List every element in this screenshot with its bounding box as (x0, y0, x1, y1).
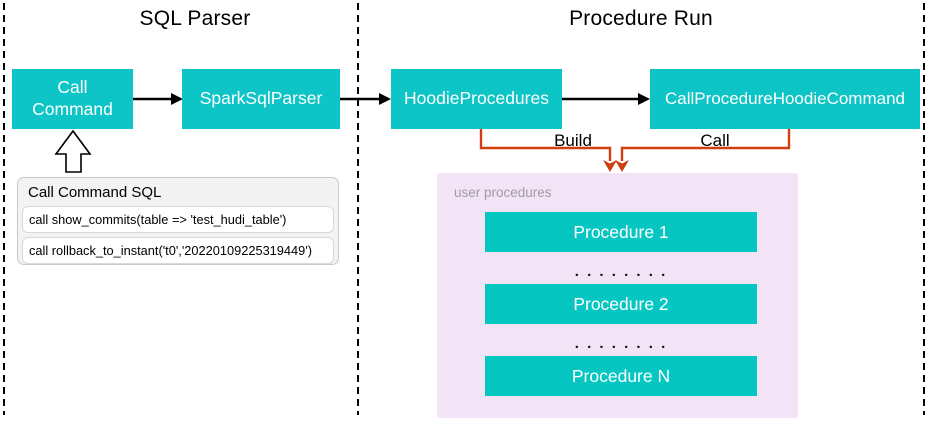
section-title-procedure-run: Procedure Run (569, 7, 713, 30)
call-command-sql-panel: Call Command SQL call show_commits(table… (17, 177, 339, 265)
user-procedures-label: user procedures (454, 185, 552, 200)
sql-statement-row: call show_commits(table => 'test_hudi_ta… (22, 206, 334, 233)
procedure-item: Procedure N (485, 356, 757, 396)
node-spark-sql-parser: SparkSqlParser (182, 69, 340, 129)
edge-label-call: Call (700, 131, 730, 150)
call-connector (615, 129, 791, 172)
node-call-procedure-hoodie-command: CallProcedureHoodieCommand (650, 69, 920, 129)
hollow-up-arrow-icon (54, 129, 92, 173)
arrow-callcommand-to-sparksqlparser (133, 93, 183, 105)
procedure-item: Procedure 1 (485, 212, 757, 252)
user-procedures-panel: user procedures Procedure 1 . . . . . . … (437, 173, 798, 418)
procedures-ellipsis: . . . . . . . . (574, 335, 668, 352)
sql-panel-title: Call Command SQL (28, 184, 162, 201)
node-hoodie-procedures: HoodieProcedures (391, 69, 562, 129)
procedure-item: Procedure 2 (485, 284, 757, 324)
build-connector (479, 129, 617, 172)
section-title-sql-parser: SQL Parser (139, 7, 251, 30)
procedures-ellipsis: . . . . . . . . (574, 263, 668, 280)
sql-statement-row: call rollback_to_instant('t0','202201092… (22, 237, 334, 264)
edge-label-build: Build (554, 131, 592, 150)
node-call-command: Call Command (12, 69, 133, 129)
arrow-sparksqlparser-to-hoodieprocedures (340, 93, 391, 105)
arrow-hoodieprocedures-to-callprocedurecommand (562, 93, 650, 105)
